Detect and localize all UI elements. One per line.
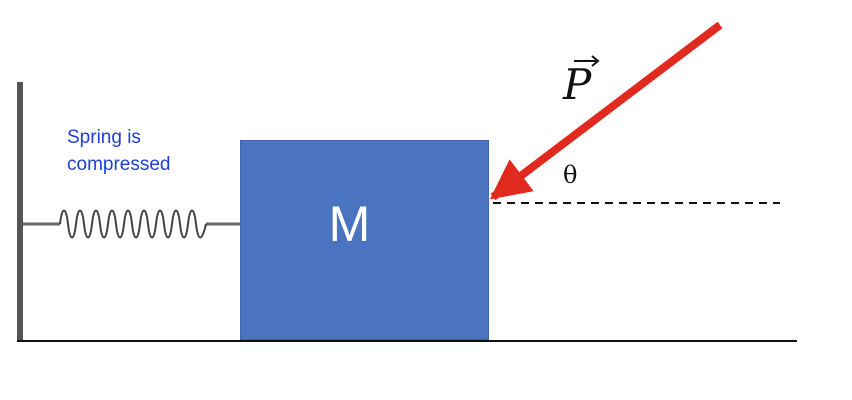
mass-block: [240, 140, 489, 340]
force-arrow: [489, 21, 723, 201]
spring-label: Spring is compressed: [67, 124, 237, 178]
vector-arrow-head-over-p: [591, 55, 600, 67]
force-vector-label: P: [563, 60, 592, 109]
spring-label-line-1: Spring is: [67, 127, 141, 148]
spring-coil: [59, 209, 207, 239]
wall: [17, 82, 23, 341]
spring-label-line-2: compressed: [67, 154, 171, 175]
mass-label: M: [328, 196, 371, 252]
angle-theta-label: θ: [563, 161, 578, 189]
